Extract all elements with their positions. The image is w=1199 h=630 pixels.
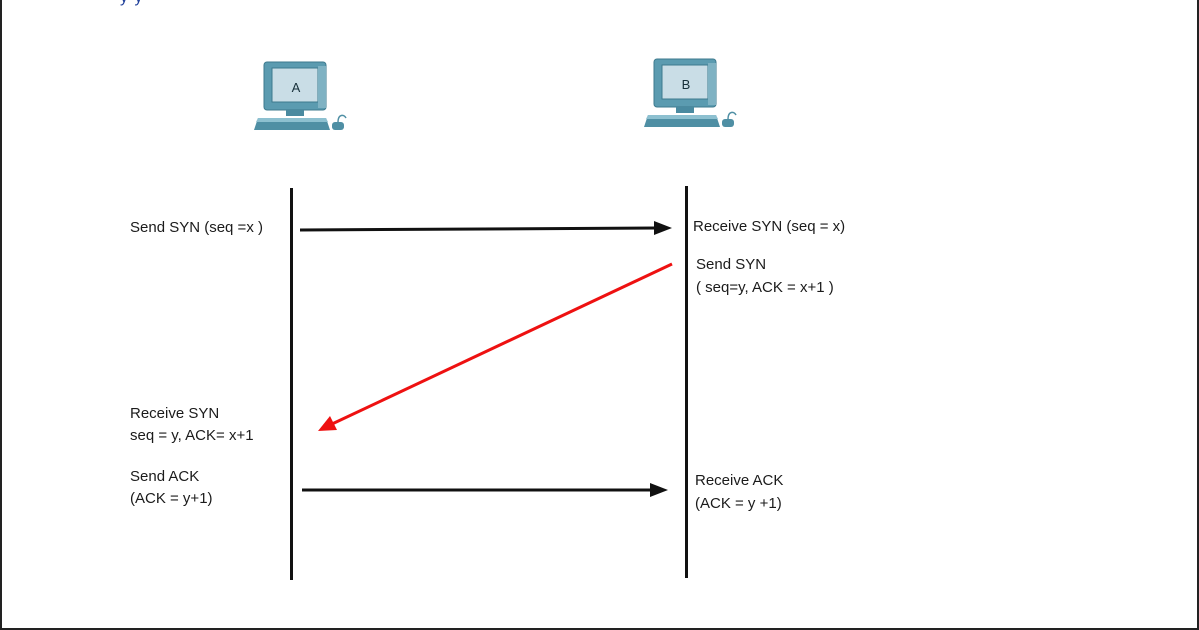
label-a-send-syn: Send SYN (seq =x ) bbox=[130, 219, 263, 236]
arrow-send-syn bbox=[299, 221, 672, 235]
label-b-send-syn-values: ( seq=y, ACK = x+1 ) bbox=[696, 279, 834, 296]
arrow-syn-ack bbox=[318, 262, 673, 431]
label-b-send-syn-title: Send SYN bbox=[696, 256, 767, 273]
host-b-computer-icon: B bbox=[642, 55, 742, 135]
label-a-receive-syn-title: Receive SYN bbox=[130, 405, 220, 422]
lifeline-a bbox=[290, 188, 293, 580]
label-b-receive-syn: Receive SYN (seq = x) bbox=[693, 218, 846, 235]
label-a-send-ack-values: (ACK = y+1) bbox=[130, 490, 213, 507]
lifeline-b bbox=[685, 186, 688, 578]
label-a-send-ack-title: Send ACK bbox=[130, 468, 200, 485]
label-a-receive-syn-values: seq = y, ACK= x+1 bbox=[130, 427, 254, 444]
arrow-send-ack bbox=[302, 483, 668, 497]
host-b-label: B bbox=[681, 77, 691, 92]
desktop-computer-icon bbox=[644, 58, 737, 127]
host-a-label: A bbox=[291, 80, 301, 95]
label-b-receive-ack-values: (ACK = y +1) bbox=[695, 495, 782, 512]
host-a-computer-icon: A bbox=[252, 58, 352, 138]
desktop-computer-icon bbox=[254, 61, 347, 130]
label-b-receive-ack-title: Receive ACK bbox=[695, 472, 784, 489]
clipped-header-text: y y bbox=[120, 0, 143, 7]
